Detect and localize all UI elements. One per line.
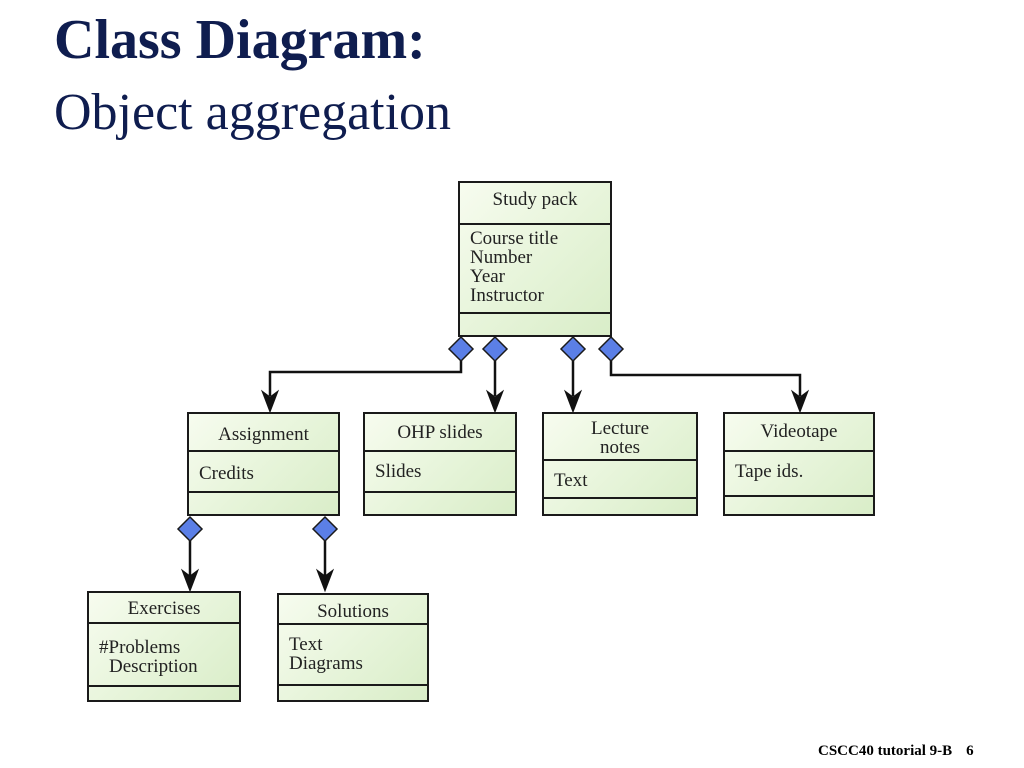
slide-footer: CSCC40 tutorial 9-B 6 bbox=[818, 743, 974, 760]
class-videotape: Videotape Tape ids. bbox=[723, 412, 875, 516]
attribute: Number bbox=[470, 247, 533, 268]
class-name: OHP slides bbox=[365, 414, 515, 452]
attribute: Description bbox=[109, 656, 198, 677]
class-name: Exercises bbox=[89, 593, 239, 624]
aggregation-diamond-ohp-slides bbox=[481, 335, 509, 363]
operations-divider bbox=[189, 491, 338, 493]
class-name: Assignment bbox=[189, 414, 338, 452]
operations-divider bbox=[365, 491, 515, 493]
aggregation-diamond-solutions bbox=[311, 515, 339, 543]
arrowhead-exercises bbox=[180, 568, 200, 593]
attribute: Year bbox=[470, 266, 506, 287]
attribute: Text bbox=[554, 470, 588, 491]
aggregation-diamond-videotape bbox=[597, 335, 625, 363]
attribute: Tape ids. bbox=[735, 461, 804, 482]
operations-divider bbox=[725, 495, 873, 497]
class-attributes: Text Diagrams bbox=[289, 635, 423, 673]
attribute: Course title bbox=[470, 228, 559, 249]
operations-divider bbox=[89, 685, 239, 687]
arrowhead-videotape bbox=[790, 389, 810, 414]
class-ohp-slides: OHP slides Slides bbox=[363, 412, 517, 516]
attribute: #Problems bbox=[99, 637, 181, 658]
class-attributes: Slides bbox=[375, 462, 511, 481]
class-name: Study pack bbox=[460, 183, 610, 225]
attribute: Instructor bbox=[470, 285, 544, 306]
class-attributes: Tape ids. bbox=[735, 462, 869, 481]
attribute: Slides bbox=[375, 461, 422, 482]
slide-title: Class Diagram: bbox=[54, 9, 426, 71]
attribute: Credits bbox=[199, 463, 254, 484]
class-name: Lecture notes bbox=[544, 414, 696, 461]
aggregation-diamond-exercises bbox=[176, 515, 204, 543]
class-name: Solutions bbox=[279, 595, 427, 625]
arrowhead-assignment bbox=[260, 389, 280, 414]
class-attributes: Text bbox=[554, 471, 692, 490]
attribute: Text bbox=[289, 634, 323, 655]
aggregation-diamond-assignment bbox=[447, 335, 475, 363]
class-attributes: Credits bbox=[199, 464, 334, 483]
aggregation-diamond-lecture-notes bbox=[559, 335, 587, 363]
operations-divider bbox=[279, 684, 427, 686]
page-number: 6 bbox=[966, 743, 974, 759]
attribute: Diagrams bbox=[289, 653, 363, 674]
operations-divider bbox=[460, 312, 610, 314]
class-lecture-notes: Lecture notes Text bbox=[542, 412, 698, 516]
arrowhead-solutions bbox=[315, 568, 335, 593]
class-attributes: #Problems Description bbox=[99, 638, 235, 676]
slide-subtitle: Object aggregation bbox=[54, 84, 452, 141]
class-study-pack: Study pack Course title Number Year Inst… bbox=[458, 181, 612, 337]
class-name: Videotape bbox=[725, 414, 873, 452]
class-attributes: Course title Number Year Instructor bbox=[470, 229, 606, 305]
class-assignment: Assignment Credits bbox=[187, 412, 340, 516]
class-solutions: Solutions Text Diagrams bbox=[277, 593, 429, 702]
footer-course: CSCC40 tutorial 9-B bbox=[818, 743, 953, 759]
arrowhead-ohp-slides bbox=[485, 389, 505, 414]
aggregation-line-videotape bbox=[609, 360, 802, 396]
operations-divider bbox=[544, 497, 696, 499]
arrowhead-lecture-notes bbox=[563, 389, 583, 414]
aggregation-line-assignment bbox=[268, 360, 463, 396]
class-exercises: Exercises #Problems Description bbox=[87, 591, 241, 702]
